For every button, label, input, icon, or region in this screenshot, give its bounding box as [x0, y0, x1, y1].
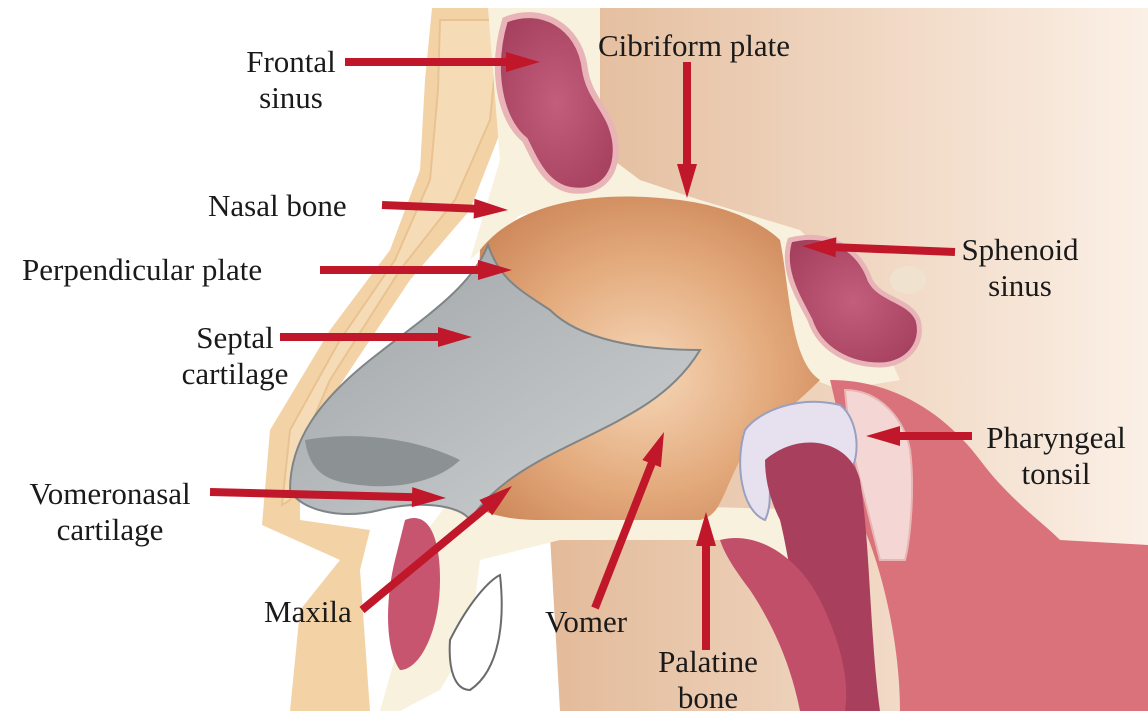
label-palatine-bone-line1: Palatine	[638, 644, 778, 680]
label-vomeronasal-cartilage: Vomeronasal cartilage	[10, 476, 210, 548]
label-cribriform-plate: Cibriform plate	[598, 28, 790, 64]
label-nasal-bone: Nasal bone	[208, 188, 347, 224]
label-vomeronasal-cartilage-line2: cartilage	[10, 512, 210, 548]
label-pharyngeal-tonsil: Pharyngeal tonsil	[968, 420, 1144, 492]
label-perpendicular-plate: Perpendicular plate	[22, 252, 262, 288]
label-pharyngeal-tonsil-line1: Pharyngeal	[968, 420, 1144, 456]
label-septal-cartilage-line1: Septal	[160, 320, 310, 356]
label-septal-cartilage-line2: cartilage	[160, 356, 310, 392]
label-vomeronasal-cartilage-line1: Vomeronasal	[10, 476, 210, 512]
label-septal-cartilage: Septal cartilage	[160, 320, 310, 392]
label-frontal-sinus: Frontal sinus	[232, 44, 350, 116]
label-maxila: Maxila	[264, 594, 352, 630]
label-palatine-bone: Palatine bone	[638, 644, 778, 716]
label-sphenoid-sinus-line1: Sphenoid	[950, 232, 1090, 268]
label-frontal-sinus-line1: Frontal	[232, 44, 350, 80]
label-frontal-sinus-line2: sinus	[232, 80, 350, 116]
label-sphenoid-sinus-line2: sinus	[950, 268, 1090, 304]
label-pharyngeal-tonsil-line2: tonsil	[968, 456, 1144, 492]
label-vomer: Vomer	[545, 604, 627, 640]
sphenoid-bump	[890, 266, 926, 294]
label-sphenoid-sinus: Sphenoid sinus	[950, 232, 1090, 304]
